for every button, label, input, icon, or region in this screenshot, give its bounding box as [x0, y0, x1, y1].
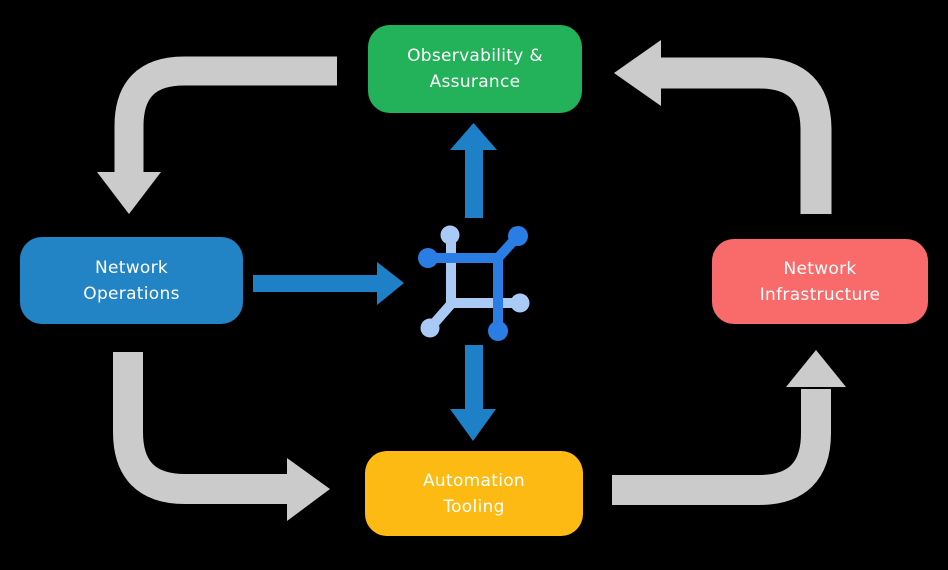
network-mesh-icon	[418, 225, 530, 341]
flow-arrow-infrastructure-to-observability	[614, 40, 832, 214]
node-tooling: Automation Tooling	[365, 451, 583, 536]
flow-arrow-tooling-to-infrastructure	[612, 350, 846, 505]
flow-arrow-operations-to-tooling	[113, 352, 330, 521]
node-operations-label-line1: Network	[94, 257, 169, 278]
link-arrow-hub-to-tooling	[450, 345, 496, 441]
node-infrastructure: Network Infrastructure	[712, 239, 928, 324]
node-operations-label-line2: Operations	[83, 283, 180, 304]
node-infrastructure-label-line2: Infrastructure	[759, 284, 881, 305]
node-observability-label-line2: Assurance	[429, 72, 521, 92]
flow-arrow-observability-to-operations	[97, 56, 337, 214]
node-observability: Observability & Assurance	[368, 25, 582, 113]
network-mesh-icon-dark-strands	[418, 226, 528, 341]
link-arrow-hub-to-observability	[450, 123, 497, 218]
node-tooling-label-line1: Automation	[422, 470, 525, 491]
node-infrastructure-label-line1: Network	[783, 258, 857, 279]
network-mesh-icon-light-strands	[420, 225, 530, 338]
node-operations: Network Operations	[20, 237, 243, 324]
node-tooling-label-line2: Tooling	[443, 496, 505, 517]
node-observability-label-line1: Observability &	[407, 46, 543, 66]
link-arrow-operations-to-hub	[253, 262, 404, 305]
